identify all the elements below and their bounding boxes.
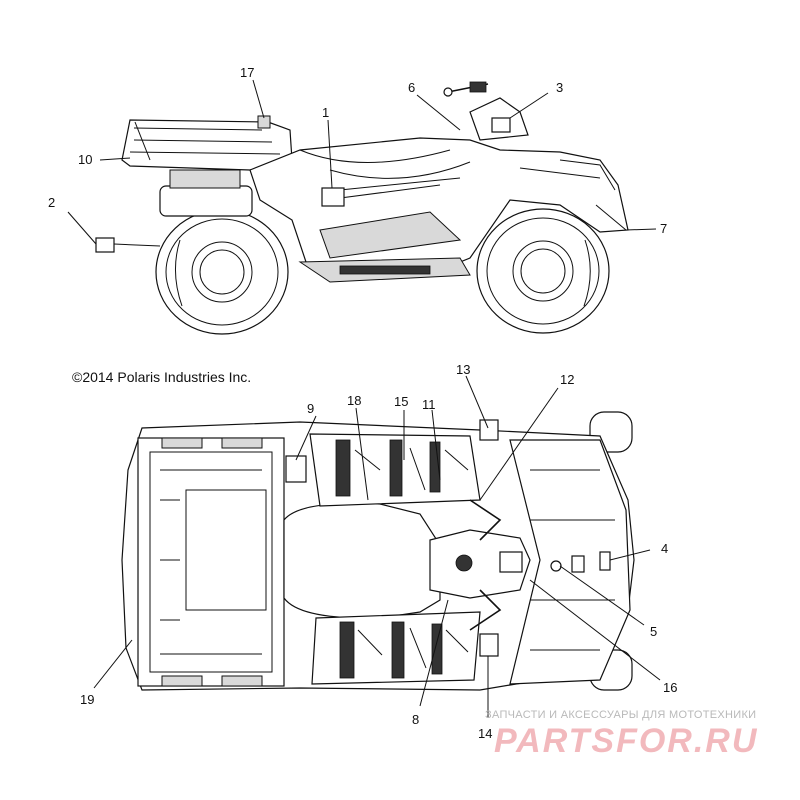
decal-3-box (491, 117, 511, 133)
callout-labels: 1 2 3 4 5 6 7 8 9 10 11 12 13 14 15 16 1… (48, 65, 677, 741)
callout-9: 9 (307, 401, 314, 416)
watermark-tagline: ЗАПЧАСТИ И АКСЕССУАРЫ ДЛЯ МОТОТЕХНИКИ (485, 709, 756, 721)
callout-7: 7 (660, 221, 667, 236)
callout-4: 4 (661, 541, 668, 556)
callout-11: 11 (422, 397, 436, 412)
callout-14: 14 (478, 726, 492, 741)
callout-10: 10 (78, 152, 92, 167)
callout-12: 12 (560, 372, 574, 387)
copyright-notice: ©2014 Polaris Industries Inc. (72, 369, 251, 385)
decal-2-box (95, 237, 115, 253)
callout-2: 2 (48, 195, 55, 210)
callout-15: 15 (394, 394, 408, 409)
callout-8: 8 (412, 712, 419, 727)
callout-3: 3 (556, 80, 563, 95)
watermark: ЗАПЧАСТИ И АКСЕССУАРЫ ДЛЯ МОТОТЕХНИКИ PA… (485, 709, 758, 760)
top-front-rack (509, 439, 631, 685)
callout-19: 19 (80, 692, 94, 707)
atv-body (249, 137, 629, 283)
tank-console (429, 499, 531, 631)
callout-18: 18 (347, 393, 361, 408)
callout-13: 13 (456, 362, 470, 377)
rear-rack (121, 115, 293, 171)
atv-side-view (95, 81, 629, 335)
callout-16: 16 (663, 680, 677, 695)
watermark-logo: PARTSFOR.RU (494, 722, 758, 760)
callout-6: 6 (408, 80, 415, 95)
leader-lines (67, 79, 661, 718)
callout-1: 1 (322, 105, 329, 120)
handlebar (443, 81, 529, 141)
top-rear-rack (137, 437, 285, 687)
muffler (159, 185, 253, 217)
upper-footwell (309, 433, 481, 507)
seat (283, 502, 441, 619)
atv-top-view (121, 411, 635, 691)
decal-1-box (321, 187, 345, 207)
callout-17: 17 (240, 65, 254, 80)
rear-wheel (155, 209, 289, 335)
callout-5: 5 (650, 624, 657, 639)
lower-footwell (311, 611, 481, 685)
front-wheel (476, 208, 610, 334)
